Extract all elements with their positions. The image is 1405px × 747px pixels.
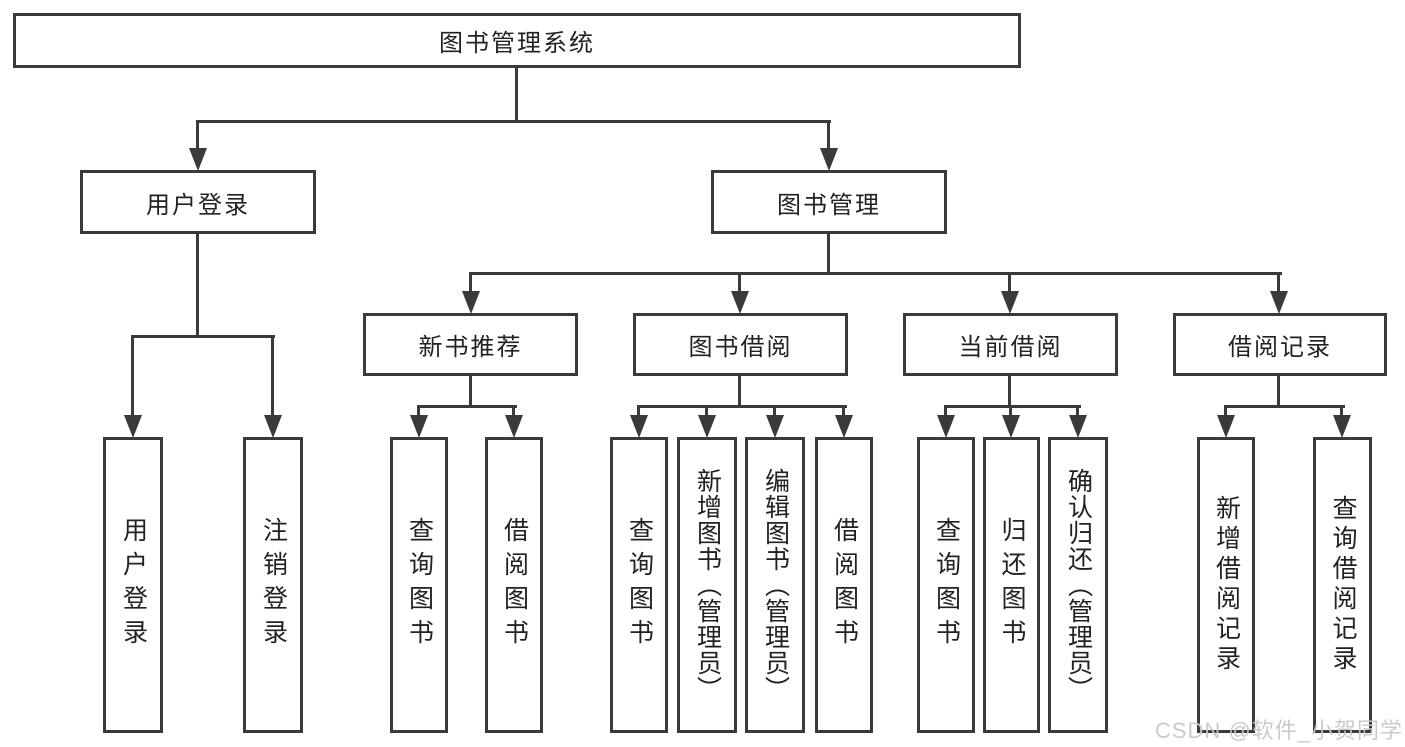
arrow-down-icon [820, 148, 838, 171]
arrow-down-icon [505, 415, 523, 438]
arrow-down-icon [124, 415, 142, 438]
connector-line [196, 120, 199, 150]
connector-line [944, 405, 1081, 408]
connector-line [637, 405, 847, 408]
arrow-down-icon [264, 415, 282, 438]
node-current-borrow: 当前借阅 [903, 313, 1118, 376]
connector-line [705, 405, 708, 417]
connector-line [827, 234, 830, 275]
arrow-down-icon [835, 415, 853, 438]
arrow-down-icon [698, 415, 716, 438]
connector-line [469, 272, 472, 293]
leaf-current-query: 查询图书 [917, 437, 975, 733]
connector-line [738, 272, 741, 293]
connector-line [1277, 272, 1280, 293]
connector-line [469, 376, 472, 408]
arrow-down-icon [766, 415, 784, 438]
arrow-down-icon [189, 148, 207, 171]
connector-line [842, 405, 845, 417]
connector-line [512, 405, 515, 417]
connector-line [417, 405, 420, 417]
arrow-down-icon [1270, 291, 1288, 314]
arrow-down-icon [1001, 291, 1019, 314]
connector-line [417, 405, 517, 408]
connector-line [271, 335, 274, 417]
connector-line [1008, 272, 1011, 293]
leaf-borrow-query: 查询图书 [610, 437, 668, 733]
connector-line [738, 376, 741, 408]
leaf-record-query: 查询借阅记录 [1313, 437, 1372, 733]
connector-line [469, 272, 1282, 275]
leaf-user-login: 用户登录 [103, 437, 163, 733]
arrow-down-icon [630, 415, 648, 438]
connector-line [637, 405, 640, 417]
leaf-current-return: 归还图书 [983, 437, 1040, 733]
leaf-record-add: 新增借阅记录 [1197, 437, 1255, 733]
connector-line [196, 120, 831, 123]
connector-line [131, 335, 134, 417]
connector-line [944, 405, 947, 417]
arrow-down-icon [410, 415, 428, 438]
arrow-down-icon [1333, 415, 1351, 438]
arrow-down-icon [1217, 415, 1235, 438]
leaf-logout: 注销登录 [243, 437, 303, 733]
node-book-management: 图书管理 [711, 170, 947, 234]
node-book-borrow: 图书借阅 [633, 313, 848, 376]
connector-line [1076, 405, 1079, 417]
connector-line [827, 120, 830, 150]
connector-line [196, 234, 199, 338]
arrow-down-icon [1069, 415, 1087, 438]
arrow-down-icon [731, 291, 749, 314]
connector-line [1340, 405, 1343, 417]
node-borrow-records: 借阅记录 [1173, 313, 1387, 376]
arrow-down-icon [937, 415, 955, 438]
arrow-down-icon [1002, 415, 1020, 438]
connector-line [1224, 405, 1345, 408]
connector-line [131, 335, 275, 338]
connector-line [1277, 376, 1280, 408]
leaf-current-confirm-admin: 确认归还（管理员） [1048, 437, 1108, 733]
watermark: CSDN @软件_小贺同学 [1154, 718, 1403, 743]
node-new-book-recommend: 新书推荐 [363, 313, 578, 376]
leaf-newbook-borrow: 借阅图书 [485, 437, 543, 733]
connector-line [1009, 405, 1012, 417]
arrow-down-icon [462, 291, 480, 314]
connector-line [515, 68, 518, 123]
leaf-borrow-book: 借阅图书 [815, 437, 873, 733]
leaf-borrow-edit-admin: 编辑图书（管理员） [745, 437, 805, 733]
node-user-login: 用户登录 [80, 170, 316, 234]
node-root: 图书管理系统 [13, 13, 1021, 68]
leaf-newbook-query: 查询图书 [390, 437, 448, 733]
connector-line [773, 405, 776, 417]
connector-line [1008, 376, 1011, 408]
connector-line [1224, 405, 1227, 417]
leaf-borrow-add-admin: 新增图书（管理员） [677, 437, 737, 733]
